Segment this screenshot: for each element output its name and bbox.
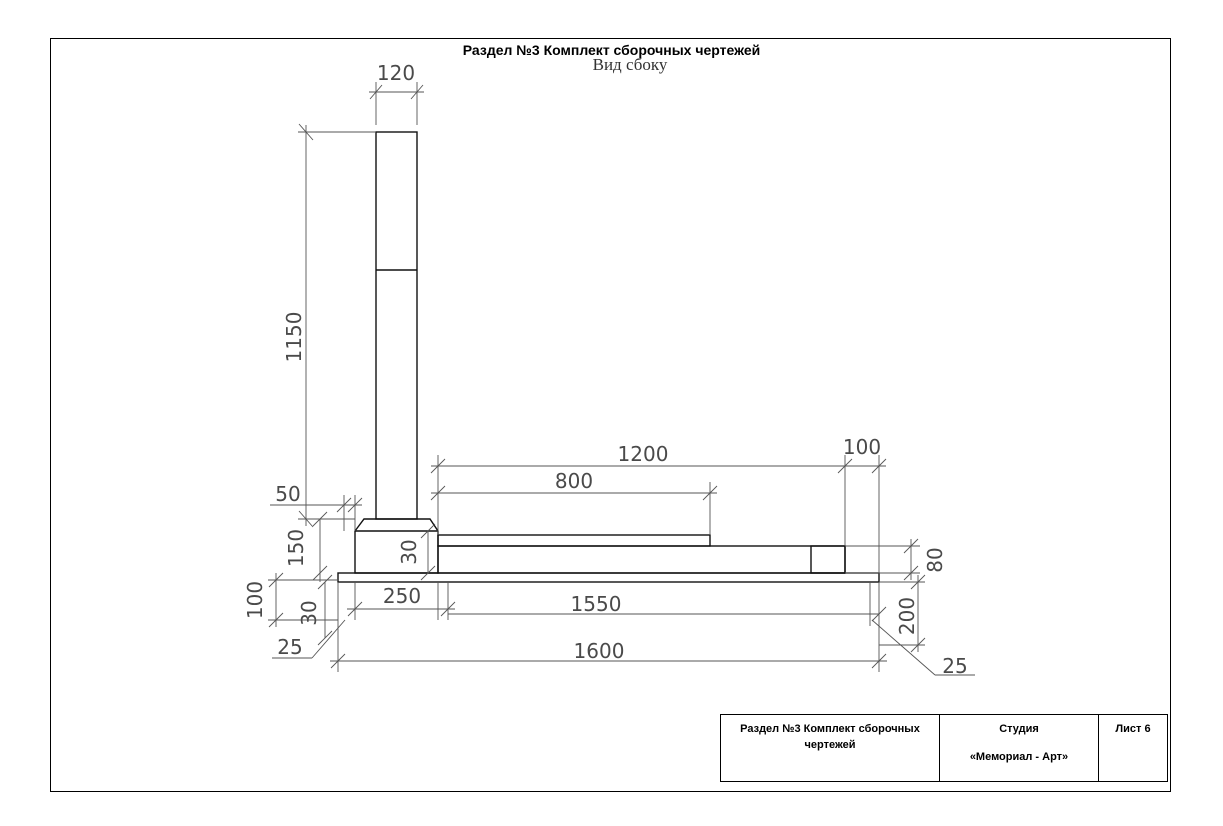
title-block-studio: Студия «Мемориал - Арт» xyxy=(939,714,1099,782)
dimension-lines xyxy=(268,82,975,676)
dim-stele-height: 1150 xyxy=(282,312,306,363)
sheet-frame xyxy=(50,38,1171,792)
dim-end-stone: 100 xyxy=(843,435,881,459)
title-block: Раздел №3 Комплект сборочных чертежей Ст… xyxy=(720,714,1168,782)
footing-slab xyxy=(337,572,880,583)
stele xyxy=(375,131,418,520)
dim-footing-height: 100 xyxy=(243,581,267,619)
dim-slab-30: 30 xyxy=(397,539,421,564)
dim-overhang-right: 25 xyxy=(942,654,967,678)
object-outline xyxy=(337,131,880,583)
dim-base-height: 150 xyxy=(284,529,308,567)
dimension-labels: 120 1150 50 150 30 1200 800 100 80 100 3… xyxy=(243,61,968,678)
dim-footing-offset: 30 xyxy=(297,600,321,625)
dim-base-top: 50 xyxy=(275,482,300,506)
title-block-section: Раздел №3 Комплект сборочных чертежей xyxy=(720,714,940,782)
ghost-view-title: Вид сбоку xyxy=(593,55,668,74)
title-block-section-label: Раздел №3 Комплект сборочных чертежей xyxy=(740,723,920,751)
end-stone xyxy=(810,545,846,574)
dim-base-length: 250 xyxy=(383,584,421,608)
dim-bed-total: 1200 xyxy=(618,442,669,466)
title-block-sheet: Лист 6 xyxy=(1098,714,1168,782)
dim-bed-inner: 800 xyxy=(555,469,593,493)
flower-bed-curb xyxy=(437,545,846,574)
flower-bed-inner xyxy=(437,534,711,547)
sheet-title: Раздел №3 Комплект сборочных чертежей xyxy=(462,42,761,58)
dim-overall-length: 1600 xyxy=(574,639,625,663)
title-block-sheet-number: Лист 6 xyxy=(1115,723,1151,735)
dim-footing-depth: 200 xyxy=(895,597,919,635)
dim-overhang-left: 25 xyxy=(277,635,302,659)
dim-stele-width: 120 xyxy=(377,61,415,85)
title-block-studio-label: Студия xyxy=(999,723,1039,735)
dim-bed-length: 1550 xyxy=(571,592,622,616)
title-block-studio-name: «Мемориал - Арт» xyxy=(969,751,1069,763)
dim-end-height: 80 xyxy=(923,547,947,572)
